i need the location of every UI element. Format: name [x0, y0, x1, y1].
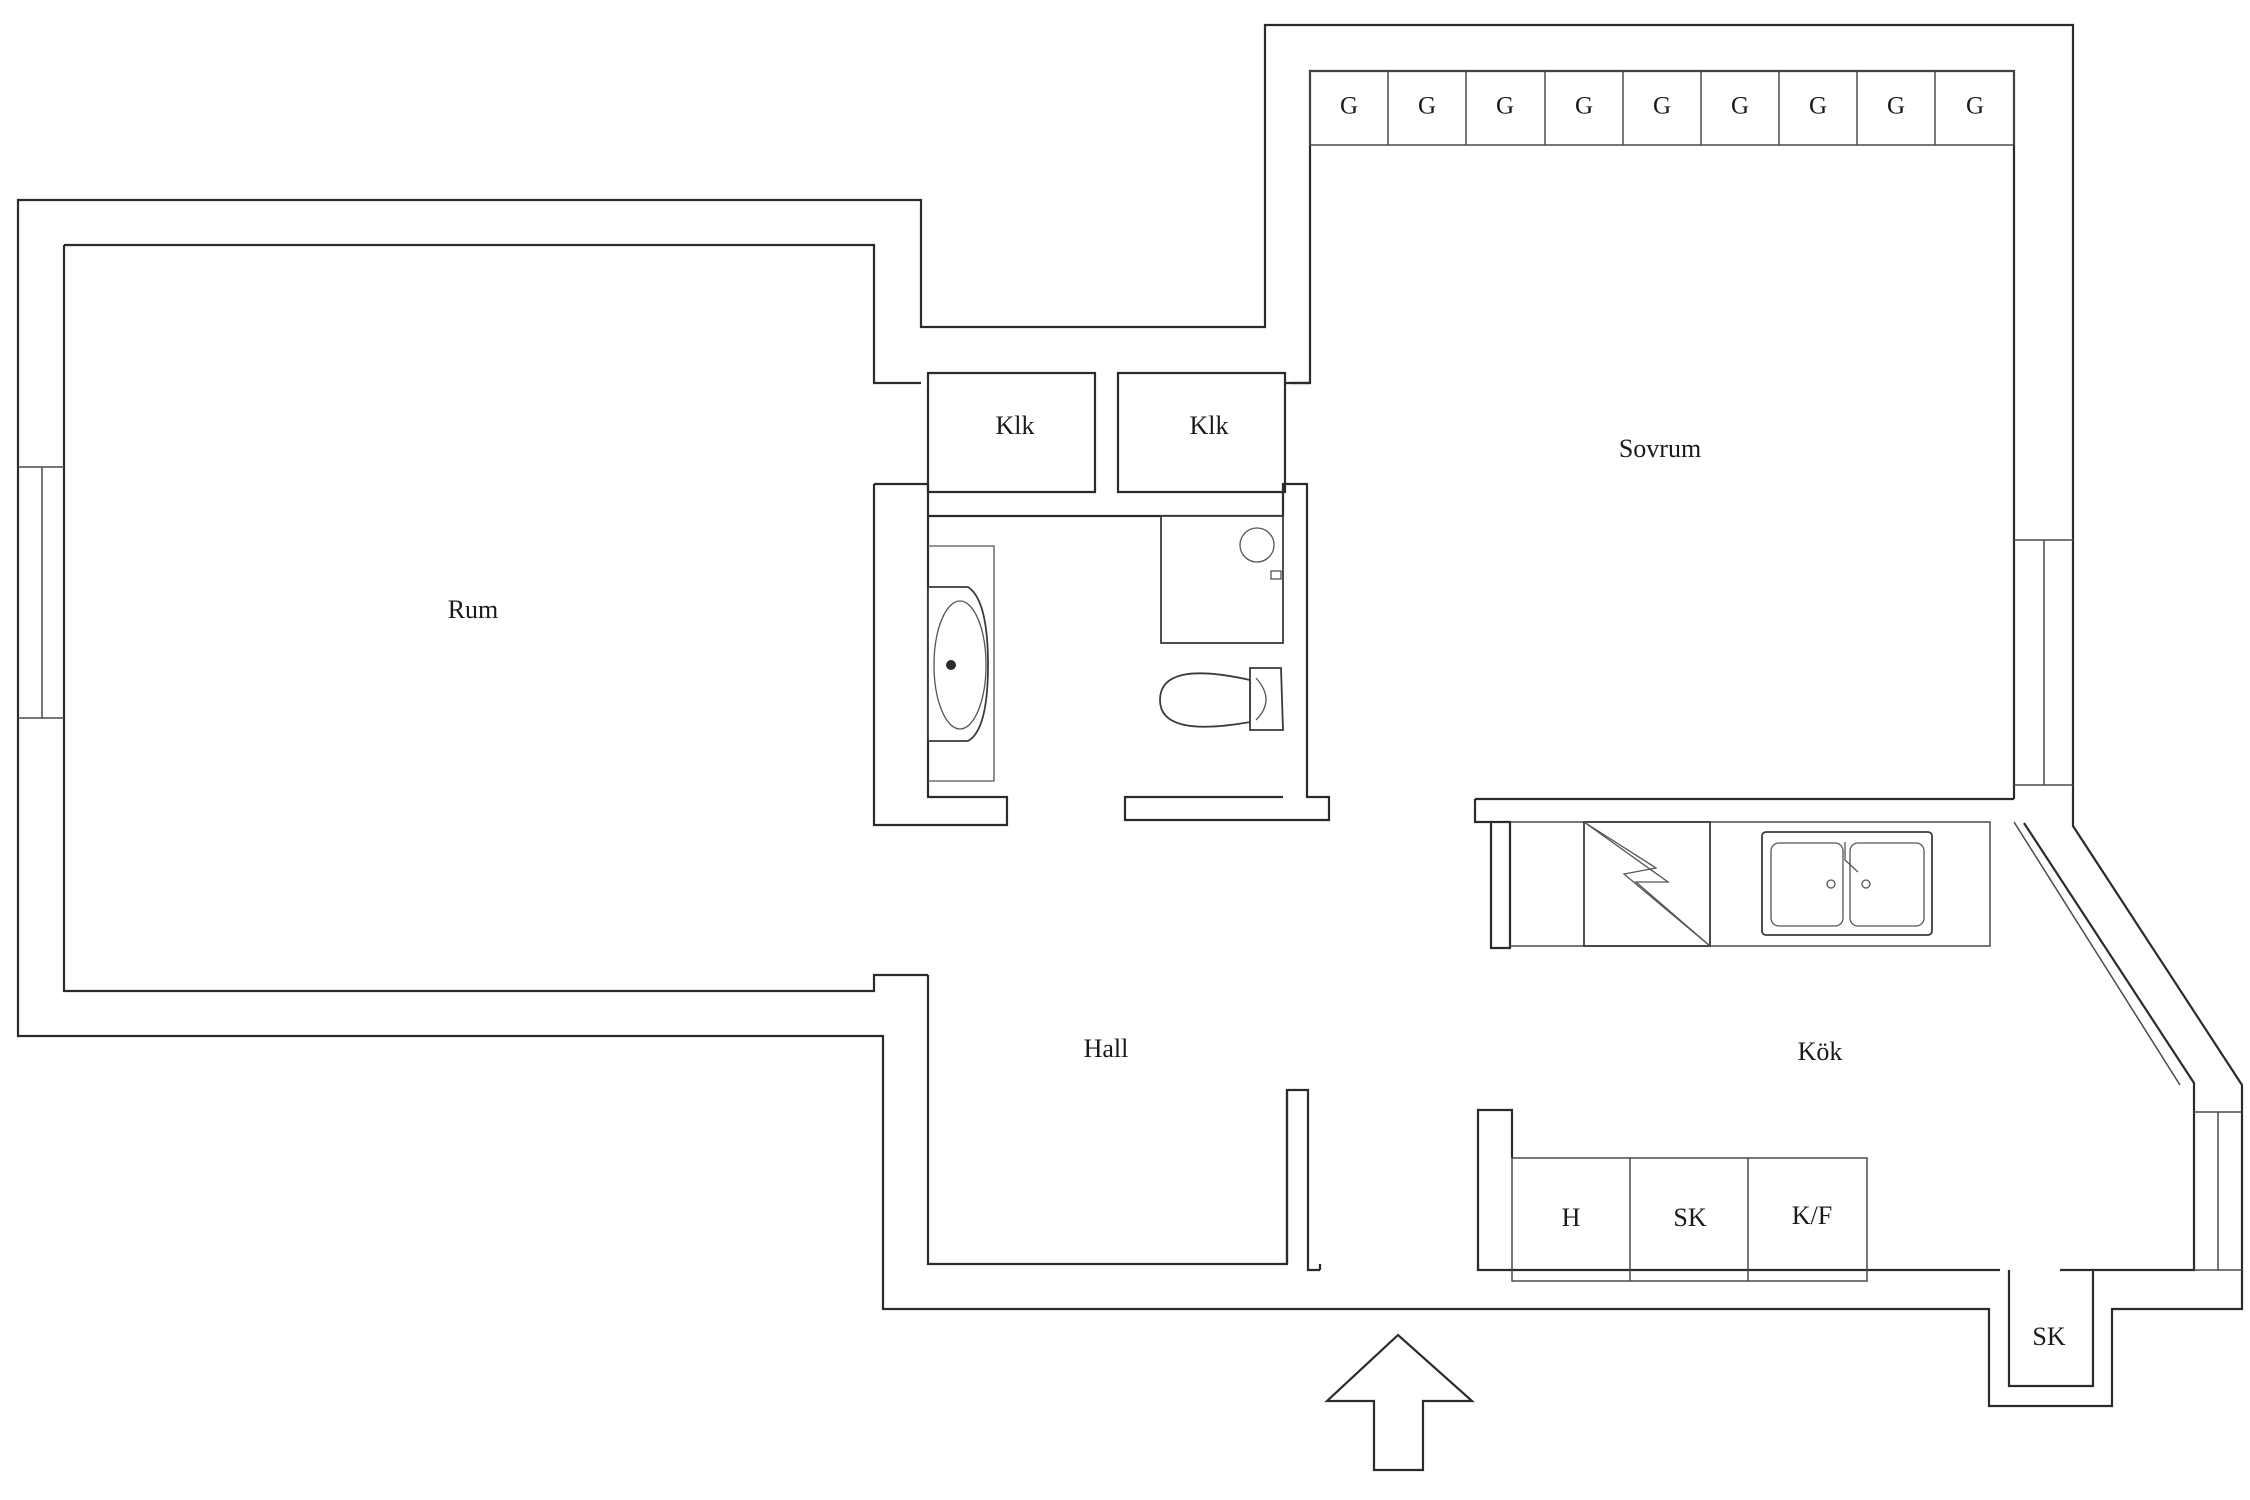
sink-icon — [927, 545, 995, 782]
appliance-row: H SK K/F — [1511, 1157, 1868, 1282]
toilet-icon — [1159, 667, 1284, 731]
room-label-sovrum: Sovrum — [1619, 434, 1701, 463]
room-label-klk: Klk — [996, 411, 1035, 440]
closet-sk-label: SK — [2032, 1322, 2065, 1351]
wardrobe-label: G — [1731, 93, 1749, 120]
wardrobe-label: G — [1653, 93, 1671, 120]
double-sink-icon — [1761, 831, 1933, 936]
wardrobe-label: G — [1575, 93, 1593, 120]
shower-icon — [1160, 515, 1284, 644]
wardrobe-label: G — [1418, 93, 1436, 120]
interior-walls — [872, 371, 2181, 1264]
room-label-hall: Hall — [1084, 1034, 1129, 1063]
appliance-kf-label: K/F — [1792, 1201, 1832, 1230]
room-label-klk: Klk — [1190, 411, 1229, 440]
wardrobe-label: G — [1340, 93, 1358, 120]
appliance-sk-label: SK — [1673, 1203, 1706, 1232]
wardrobe-row: G G G G G G G G G — [1309, 70, 2015, 146]
wardrobe-label: G — [1809, 93, 1827, 120]
stove-icon — [1583, 821, 1711, 947]
outer-walls — [16, 23, 2244, 1408]
windows — [18, 466, 2242, 1271]
appliance-h-label: H — [1562, 1203, 1581, 1232]
up-arrow-icon — [1324, 1333, 1475, 1472]
wardrobe-label: G — [1496, 93, 1514, 120]
room-label-rum: Rum — [448, 595, 499, 624]
room-label-kok: Kök — [1798, 1037, 1843, 1066]
wardrobe-label: G — [1966, 93, 1984, 120]
wardrobe-label: G — [1887, 93, 1905, 120]
